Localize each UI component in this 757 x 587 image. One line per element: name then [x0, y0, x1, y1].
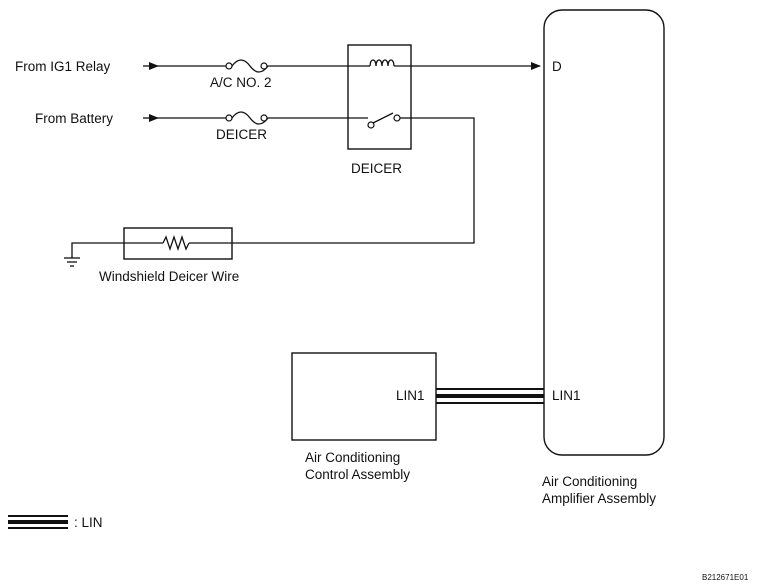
amplifier-pin-lin1: LIN1 — [552, 388, 581, 403]
amplifier-label-line1: Air Conditioning — [542, 474, 637, 489]
lin-bus-wire — [436, 388, 544, 404]
fuse-ac-no2-label: A/C NO. 2 — [210, 75, 272, 90]
resistor-icon — [124, 234, 232, 252]
amplifier-pin-d: D — [552, 59, 562, 74]
lin-legend-symbol — [8, 515, 68, 529]
figure-code: B212671E01 — [702, 573, 749, 582]
fuse-deicer-label: DEICER — [216, 127, 267, 142]
source-ig1-relay-label: From IG1 Relay — [15, 59, 111, 74]
control-pin-lin1: LIN1 — [396, 388, 425, 403]
source-battery-label: From Battery — [35, 111, 113, 126]
ground-wire — [71, 242, 124, 258]
deicer-relay-box — [347, 44, 412, 150]
relay-to-deicer-wire — [232, 117, 475, 244]
control-label-line1: Air Conditioning — [305, 450, 400, 465]
amplifier-assembly-box — [543, 9, 665, 456]
control-assembly-box — [291, 352, 437, 441]
relay-switch-icon — [348, 112, 411, 129]
fuse-deicer-icon — [225, 111, 269, 125]
control-label-line2: Control Assembly — [305, 467, 410, 482]
deicer-relay-label: DEICER — [351, 161, 402, 176]
lin-legend-label: : LIN — [74, 515, 103, 530]
deicer-wire-label: Windshield Deicer Wire — [99, 269, 239, 284]
amplifier-label-line2: Amplifier Assembly — [542, 491, 656, 506]
relay-coil-icon — [348, 59, 411, 67]
ground-icon — [64, 257, 80, 267]
fuse-ac-no2-icon — [225, 59, 269, 73]
